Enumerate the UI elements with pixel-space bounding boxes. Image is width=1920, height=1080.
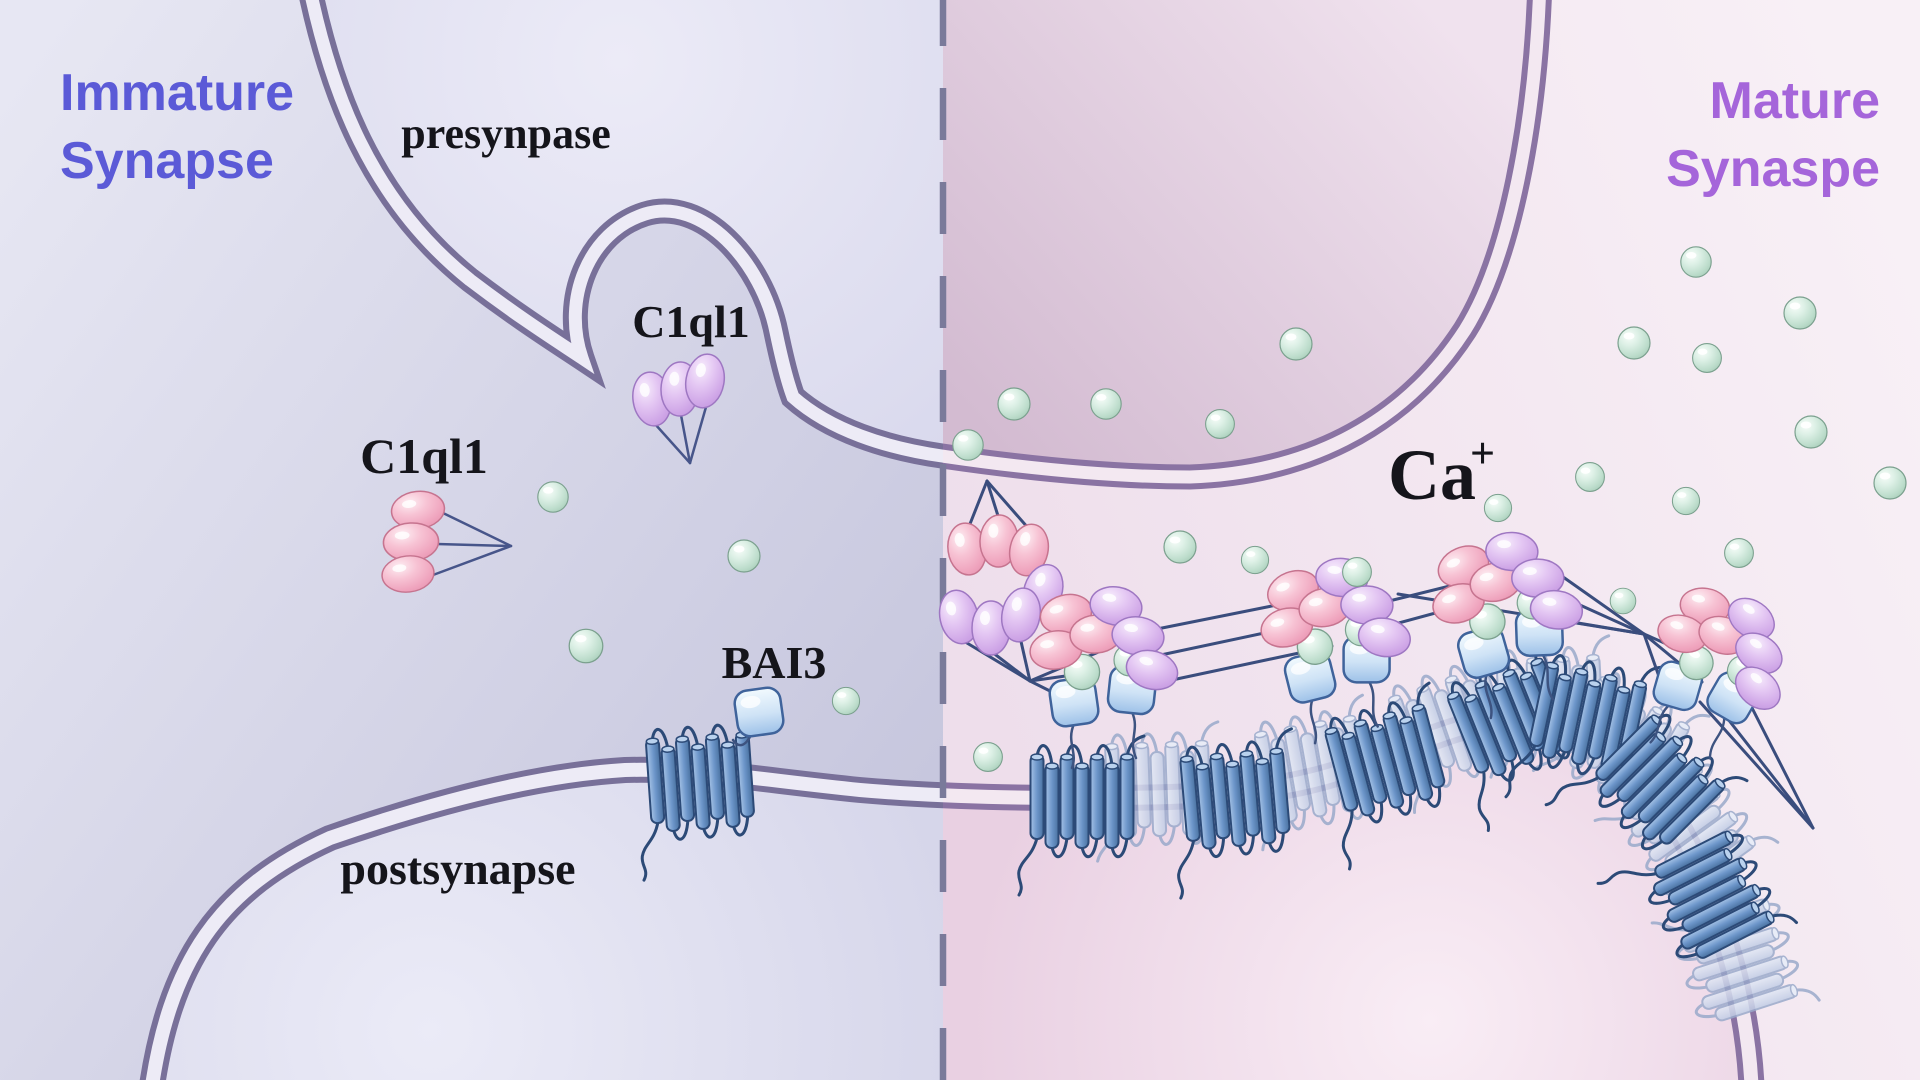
calcium-label: Ca <box>1388 435 1476 515</box>
c1ql1-pink-trimer <box>379 487 513 596</box>
calcium-charge-superscript: + <box>1470 429 1495 478</box>
calcium-ion-icon <box>997 387 1031 421</box>
mature-synapse-title-line1: Mature <box>1710 72 1880 130</box>
calcium-ion-icon <box>1873 466 1907 500</box>
bai3-ecd-icon <box>731 684 787 740</box>
bai3-label: BAI3 <box>722 637 827 688</box>
calcium-ion-icon <box>1205 409 1235 439</box>
calcium-ion-icon <box>1342 557 1372 587</box>
calcium-ion-icon <box>1671 486 1701 516</box>
calcium-ion-icon <box>1617 326 1651 360</box>
calcium-ion-icon <box>1680 246 1712 278</box>
calcium-ion-icon <box>952 429 984 461</box>
calcium-ion-icon <box>1575 462 1605 492</box>
calcium-ion-icon <box>1483 493 1513 523</box>
calcium-ion-icon <box>1240 545 1270 575</box>
calcium-ion-icon <box>568 628 604 664</box>
c1ql1-label-free: C1ql1 <box>360 428 488 484</box>
calcium-ion-icon <box>537 481 569 513</box>
c1ql1-purple-trimer <box>628 350 730 465</box>
calcium-ion-icon <box>831 686 861 716</box>
calcium-ion-icon <box>1692 343 1722 373</box>
immature-synapse-title-line2: Synapse <box>60 132 274 190</box>
calcium-ion-icon <box>1163 530 1197 564</box>
calcium-ion-icon <box>1783 296 1817 330</box>
postsynapse-label: postsynapse <box>340 843 575 894</box>
immature-synapse-title-line1: Immature <box>60 64 294 122</box>
c1ql1-label-secreted: C1ql1 <box>632 296 750 347</box>
mature-synapse-title-line2: Synaspe <box>1666 140 1880 198</box>
calcium-ion-icon <box>1090 388 1122 420</box>
calcium-ion-icon <box>1724 538 1754 568</box>
calcium-ion-icon <box>973 742 1003 772</box>
calcium-ion-icon <box>1279 327 1313 361</box>
bai3-receptor <box>631 684 787 882</box>
presynapse-label: presynpase <box>401 109 610 158</box>
calcium-ion-icon <box>1609 587 1637 615</box>
calcium-ion-icon <box>1794 415 1828 449</box>
calcium-ion-icon <box>727 539 761 573</box>
